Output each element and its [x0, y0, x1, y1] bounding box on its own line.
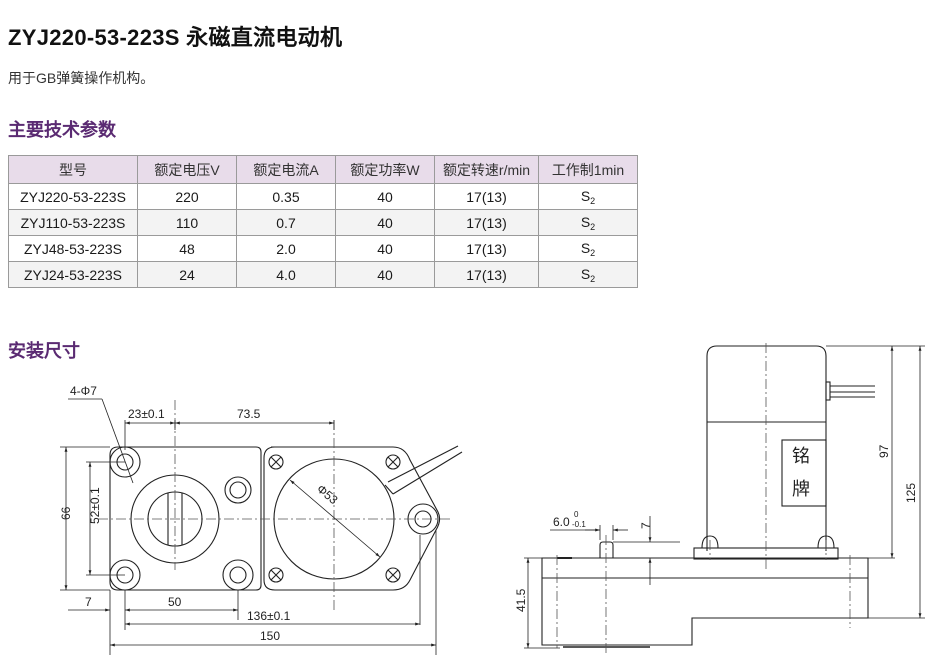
page-title: ZYJ220-53-223S 永磁直流电动机: [8, 25, 343, 50]
cell-power: 40: [335, 209, 435, 236]
dim-6: 6.0: [553, 515, 570, 529]
nameplate-box: [781, 439, 827, 507]
gearbox-body: [541, 557, 869, 646]
dim-73-5: 73.5: [237, 407, 261, 421]
dim-50: 50: [168, 595, 182, 609]
dim-52: 52±0.1: [88, 487, 102, 524]
dim-7: 7: [85, 595, 92, 609]
product-description: 用于GB弹簧操作机构。: [8, 70, 155, 86]
dim-150: 150: [260, 629, 280, 643]
motor-body: [706, 345, 827, 551]
gearbox-plate: [109, 446, 262, 591]
nameplate-char-2: 牌: [792, 479, 810, 499]
cell-power: 40: [335, 261, 435, 288]
side-view: [541, 345, 875, 648]
table-header-row: 型号 额定电压V 额定电流A 额定功率W 额定转速r/min 工作制1min: [8, 155, 638, 184]
col-voltage: 额定电压V: [137, 155, 237, 184]
dim-125: 125: [904, 483, 918, 503]
dim-23: 23±0.1: [128, 407, 165, 421]
dim-6-lower-tol: -0.1: [572, 520, 586, 529]
install-section-title: 安装尺寸: [8, 341, 80, 361]
cell-speed: 17(13): [434, 209, 539, 236]
spec-table: 型号 额定电压V 额定电流A 额定功率W 额定转速r/min 工作制1min Z…: [8, 155, 638, 288]
col-current: 额定电流A: [236, 155, 336, 184]
table-row: ZYJ110-53-223S 110 0.7 40 17(13) S2: [8, 209, 638, 236]
cell-duty: S2: [538, 183, 638, 210]
cell-current: 0.7: [236, 209, 336, 236]
screw-icons: [268, 454, 401, 583]
dim-41-5: 41.5: [514, 588, 528, 612]
cell-current: 4.0: [236, 261, 336, 288]
motor-plate: [263, 446, 441, 591]
col-speed: 额定转速r/min: [434, 155, 539, 184]
dim-7-side: 7: [639, 522, 653, 529]
dim-hole-callout: 4-Φ7: [70, 384, 97, 398]
cell-voltage: 24: [137, 261, 237, 288]
dim-66: 66: [59, 506, 73, 520]
dim-d53: Φ53: [314, 482, 341, 508]
col-duty: 工作制1min: [538, 155, 638, 184]
cell-duty: S2: [538, 209, 638, 236]
cell-model: ZYJ24-53-223S: [8, 261, 138, 288]
table-row: ZYJ24-53-223S 24 4.0 40 17(13) S2: [8, 261, 638, 288]
cell-power: 40: [335, 183, 435, 210]
cell-speed: 17(13): [434, 261, 539, 288]
cell-model: ZYJ110-53-223S: [8, 209, 138, 236]
top-view: [109, 445, 463, 591]
dim-97: 97: [877, 444, 891, 458]
specs-section-title: 主要技术参数: [8, 120, 116, 140]
dim-6-upper-tol: 0: [574, 510, 579, 519]
col-power: 额定功率W: [335, 155, 435, 184]
cell-duty: S2: [538, 261, 638, 288]
cell-model: ZYJ220-53-223S: [8, 183, 138, 210]
nameplate-char-1: 铭: [792, 446, 810, 466]
cell-model: ZYJ48-53-223S: [8, 235, 138, 262]
dim-136: 136±0.1: [247, 609, 291, 623]
table-row: ZYJ48-53-223S 48 2.0 40 17(13) S2: [8, 235, 638, 262]
